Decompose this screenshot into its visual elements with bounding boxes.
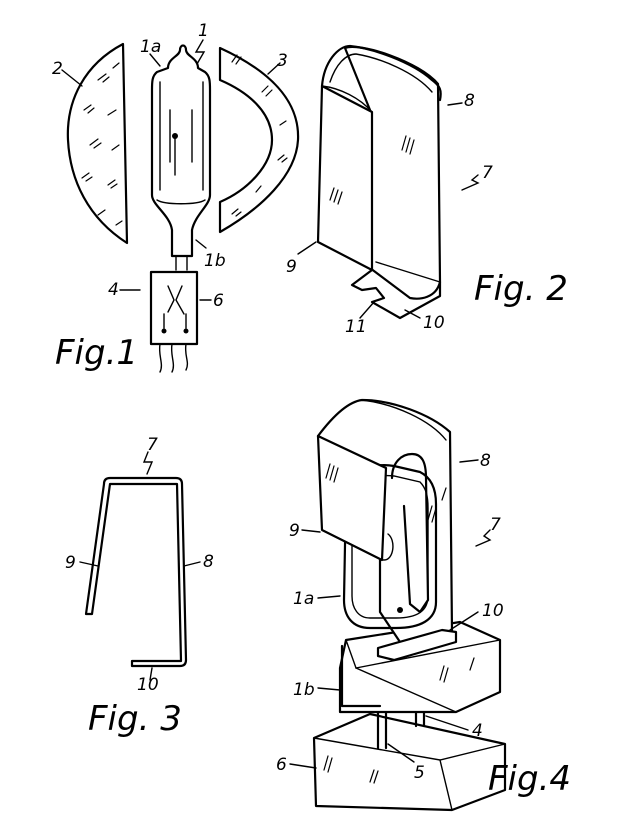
figure-3: 7 9 8 10 Fig. 3 <box>65 435 214 739</box>
label-1a: 1a <box>140 37 161 57</box>
label-6: 6 <box>213 291 224 311</box>
label-4: 4 <box>108 280 119 300</box>
label-10: 10 <box>423 313 445 333</box>
label-3: 3 <box>277 51 288 71</box>
figure-2: 8 7 9 11 10 Fig. 2 <box>286 44 568 337</box>
figure-4: 8 7 9 1a 10 1b 4 5 6 Fig.4 <box>276 398 571 812</box>
label-1a-fig4: 1a <box>293 589 314 609</box>
upper-base-4 <box>338 620 502 714</box>
socket-6 <box>149 270 199 373</box>
label-7-fig4: 7 <box>490 515 501 535</box>
label-9-fig4: 9 <box>289 521 300 541</box>
socket-block-6 <box>312 712 507 812</box>
clip-7 <box>316 44 442 320</box>
label-9-fig3: 9 <box>65 553 76 573</box>
label-7-fig3: 7 <box>147 435 158 455</box>
clip-front-wall-9 <box>316 434 388 562</box>
fig4-caption: Fig.4 <box>488 759 571 799</box>
fig3-caption: Fig. 3 <box>88 699 182 739</box>
right-reflector-3 <box>218 46 300 234</box>
label-10-fig4: 10 <box>482 601 504 621</box>
label-10-fig3: 10 <box>137 675 159 695</box>
left-reflector-2 <box>66 42 129 245</box>
fig2-caption: Fig. 2 <box>474 269 568 309</box>
clip-profile-7 <box>84 476 188 668</box>
clip-bottom-tab-10 <box>376 628 458 662</box>
label-4-fig4: 4 <box>472 721 483 741</box>
lamp-1 <box>150 44 212 271</box>
fig1-caption: Fig.1 <box>55 333 138 373</box>
label-1b: 1b <box>204 251 226 271</box>
label-5-fig4: 5 <box>414 763 425 783</box>
label-6-fig4: 6 <box>276 755 287 775</box>
label-1: 1 <box>198 21 209 41</box>
figure-1: 2 1a 1 3 1b 4 6 Fig.1 <box>52 21 300 373</box>
label-11: 11 <box>345 317 367 337</box>
label-1b-fig4: 1b <box>293 680 315 700</box>
label-2: 2 <box>52 59 63 79</box>
label-8-fig4: 8 <box>480 451 491 471</box>
label-9: 9 <box>286 257 297 277</box>
label-8: 8 <box>464 91 475 111</box>
label-7: 7 <box>482 163 493 183</box>
label-8-fig3: 8 <box>203 552 214 572</box>
